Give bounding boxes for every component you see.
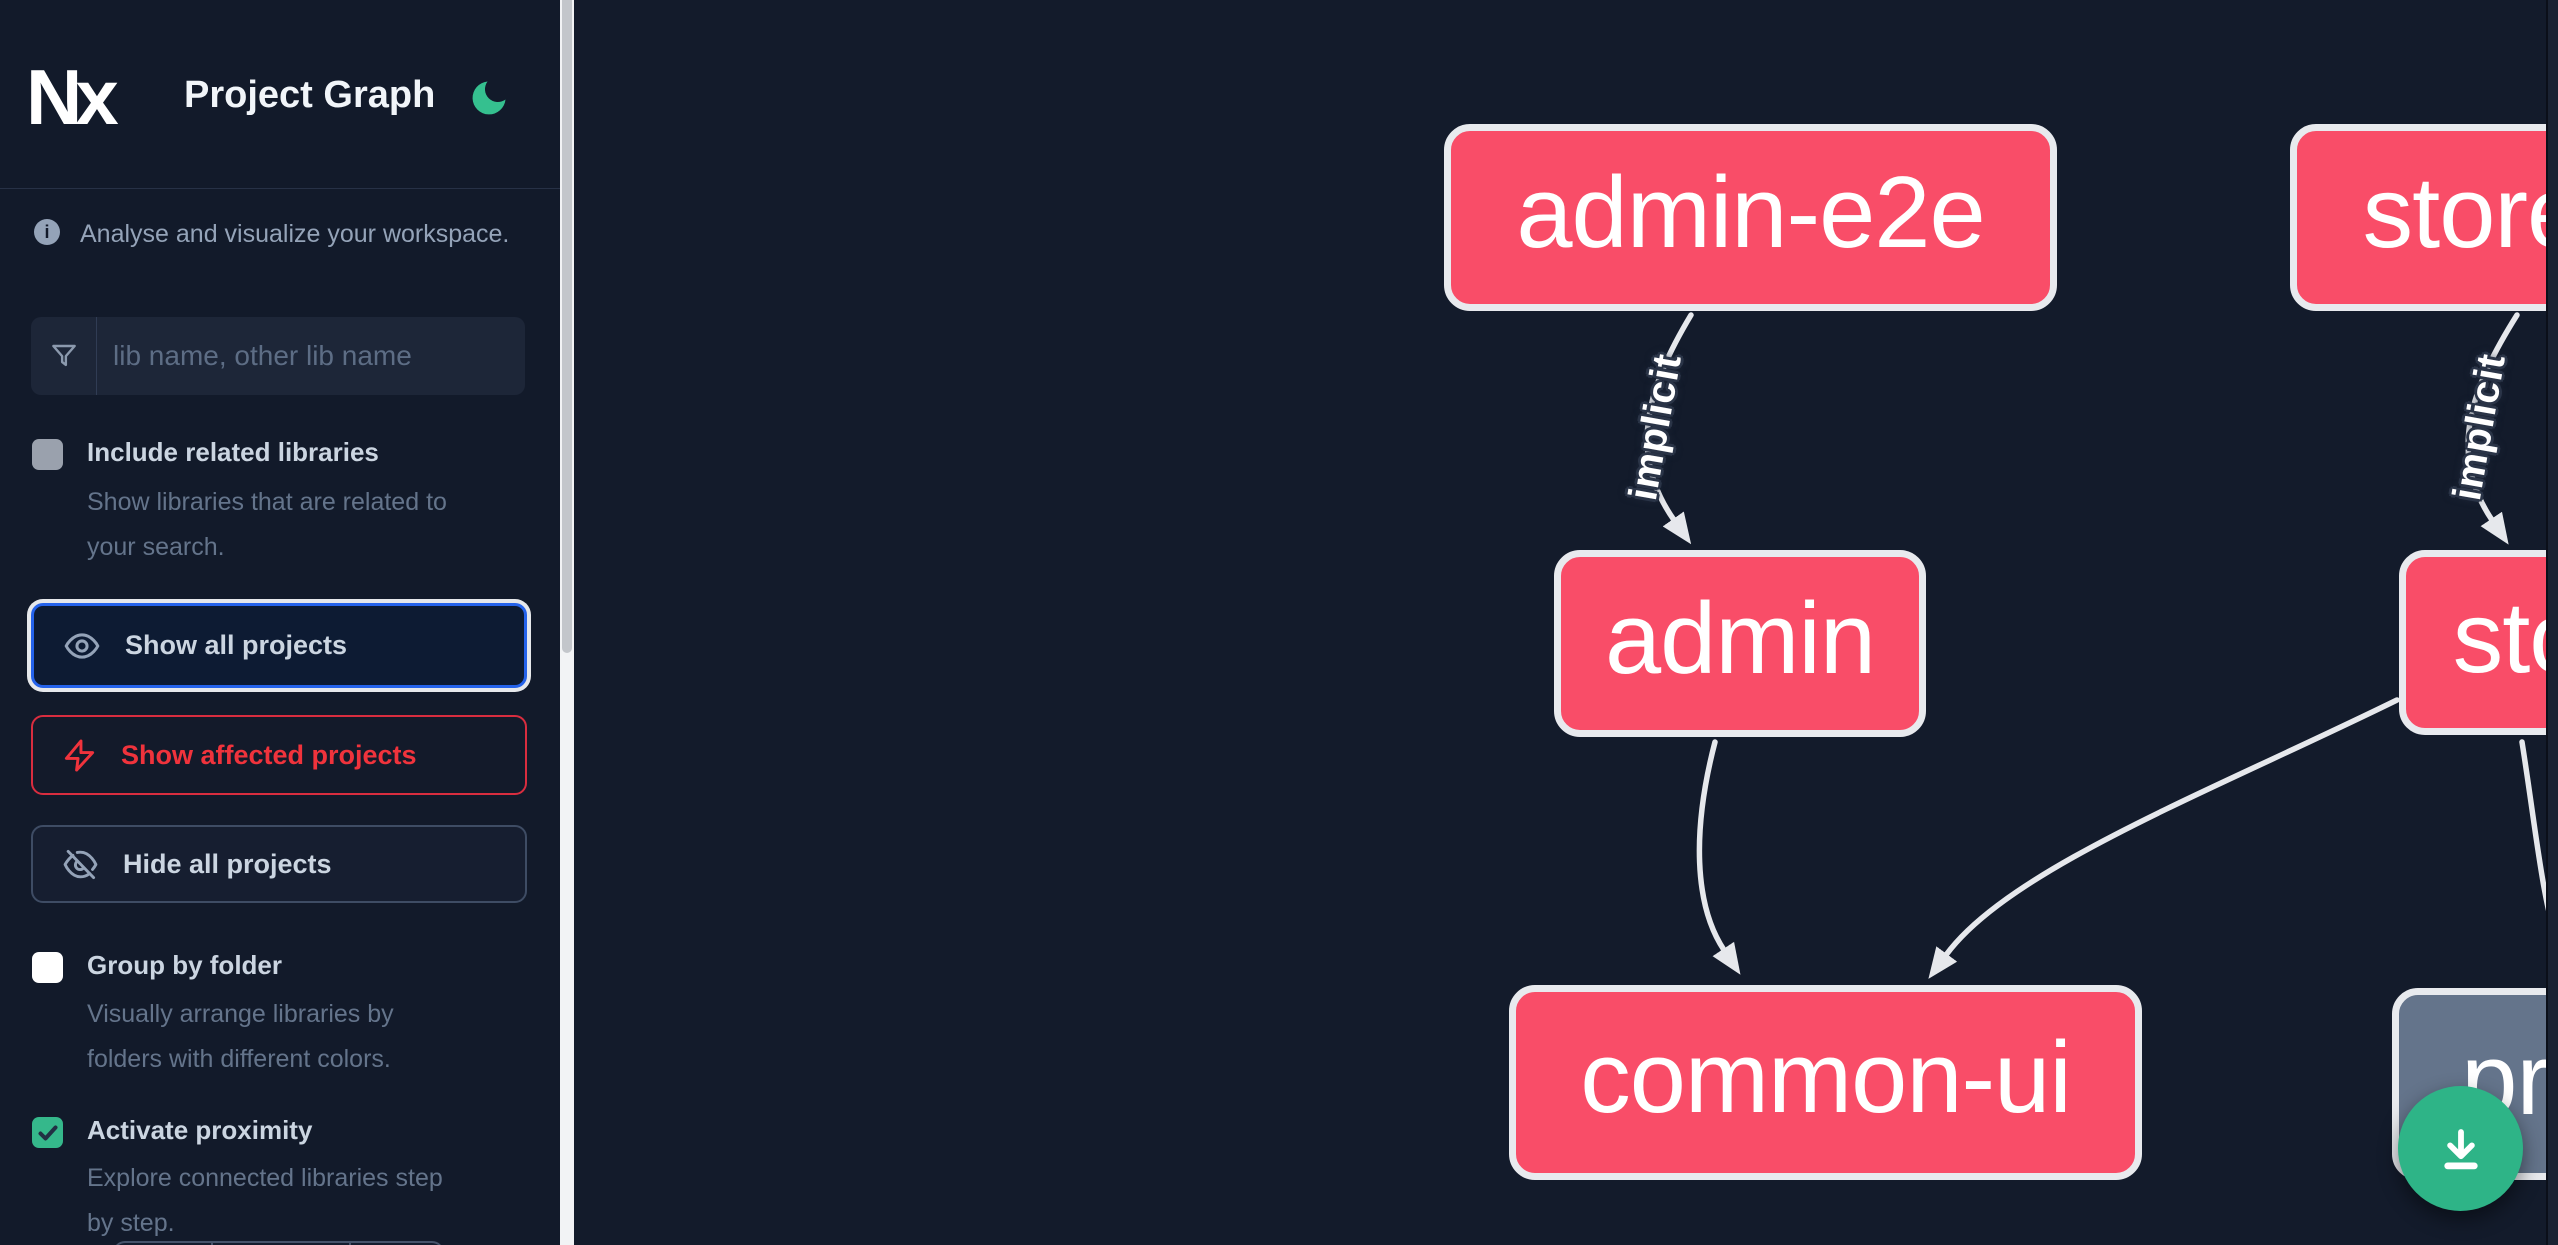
button-label: Hide all projects [123,848,332,879]
group-by-folder-checkbox[interactable] [32,952,63,983]
toggle-description: Visually arrange libraries by folders wi… [87,992,394,1082]
edge-admin-e2e-admin [1644,312,1694,545]
sidebar-scrollbar-track[interactable] [560,0,574,1245]
check-icon [38,1125,57,1140]
proximity-depth-control[interactable] [113,1241,444,1245]
graph-node-store-e2e[interactable]: store-e2e [2290,124,2558,311]
edge-admin-common-ui [1696,739,1741,975]
graph-node-store[interactable]: store [2399,550,2558,735]
toggle-description: Explore connected libraries step by step… [87,1156,443,1245]
desc-line: your search. [87,533,225,561]
show-all-projects-button[interactable]: Show all projects [31,603,527,688]
show-affected-projects-button[interactable]: Show affected projects [31,715,527,795]
download-image-button[interactable] [2398,1086,2523,1211]
sidebar-scrollbar-thumb[interactable] [562,0,572,653]
dependency-edges [1644,312,2558,981]
desc-line: Visually arrange libraries by [87,1000,394,1028]
filter-icon-cell [31,317,97,395]
toggle-description: Show libraries that are related to your … [87,480,447,570]
canvas-scrollbar[interactable] [2546,0,2558,1245]
page-title: Project Graph [184,74,436,116]
desc-line: folders with different colors. [87,1045,391,1073]
toggle-label: Group by folder [87,950,282,980]
graph-node-admin-e2e[interactable]: admin-e2e [1444,124,2057,311]
desc-line: Show libraries that are related to [87,488,447,516]
button-label: Show affected projects [121,739,417,770]
graph-node-common-ui[interactable]: common-ui [1509,985,2142,1180]
edge-store-e2e-store [2465,312,2520,545]
desc-line: Explore connected libraries step [87,1164,443,1192]
eye-icon [63,627,101,665]
search-input[interactable] [97,317,525,395]
graph-node-admin[interactable]: admin [1554,550,1926,737]
sidebar-header: Nx Project Graph [0,0,560,189]
info-text: Analyse and visualize your workspace. [80,220,510,248]
sidebar: Nx Project Graph i Analyse and visualize… [0,0,560,1245]
button-label: Show all projects [125,630,348,660]
eye-off-icon [62,846,99,883]
filter-icon [51,344,76,367]
activate-proximity-checkbox[interactable] [32,1117,63,1148]
desc-line: by step. [87,1209,175,1237]
workspace-info: i Analyse and visualize your workspace. [34,219,509,249]
info-icon: i [34,219,60,245]
dark-mode-toggle[interactable] [467,76,511,120]
nx-logo: Nx [26,53,119,141]
search-box [31,317,525,395]
toggle-label: Include related libraries [87,437,379,467]
graph-canvas[interactable]: implicit implicit admin-e2e store-e2e ad… [574,0,2558,1245]
edge-store-common-ui [1928,697,2400,979]
hide-all-projects-button[interactable]: Hide all projects [31,825,527,903]
depth-segment[interactable] [115,1243,213,1245]
bolt-icon [62,738,97,773]
moon-icon [472,81,506,115]
depth-segment[interactable] [213,1243,351,1245]
include-related-checkbox[interactable] [32,439,63,470]
toggle-label: Activate proximity [87,1115,313,1145]
download-icon [2443,1128,2478,1169]
